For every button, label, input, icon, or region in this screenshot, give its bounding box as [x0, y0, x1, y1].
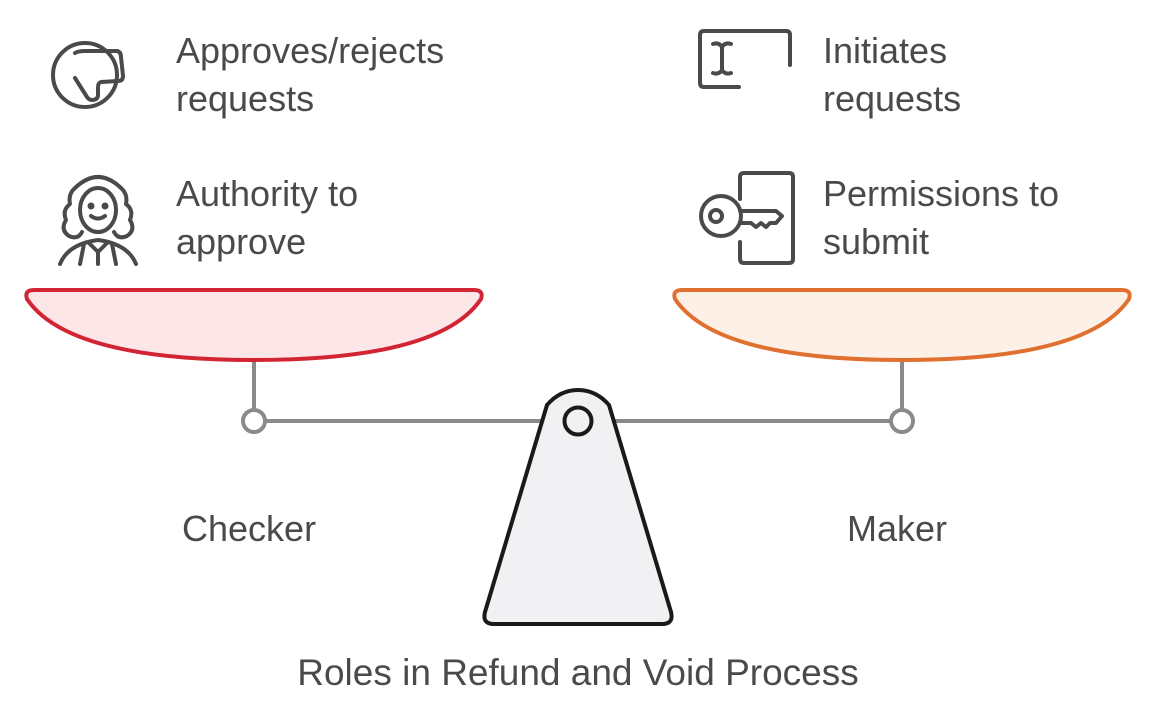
maker-item-1-line2: requests [823, 78, 962, 119]
checker-label: Checker [182, 508, 317, 549]
maker-item-2-line1: Permissions to [823, 173, 1060, 214]
left-pivot [241, 408, 267, 434]
judge-icon [58, 175, 138, 266]
thumbs-down-icon [51, 41, 125, 109]
fulcrum [482, 388, 674, 626]
maker-pan [672, 288, 1132, 362]
fulcrum-pivot [562, 405, 594, 437]
checker-item-2: Authority to approve [176, 170, 358, 266]
checker-item-1-line1: Approves/rejects [176, 30, 445, 71]
maker-item-2-line2: submit [823, 221, 930, 262]
checker-item-2-line2: approve [176, 221, 307, 262]
maker-item-1: Initiates requests [823, 27, 961, 123]
maker-label: Maker [847, 508, 948, 549]
checker-pan [24, 288, 484, 362]
checker-item-2-line1: Authority to [176, 173, 359, 214]
maker-item-2: Permissions to submit [823, 170, 1059, 266]
diagram-title: Roles in Refund and Void Process [297, 652, 859, 693]
checker-item-1: Approves/rejects requests [176, 27, 444, 123]
maker-item-1-line1: Initiates [823, 30, 948, 71]
right-pivot [889, 408, 915, 434]
key-door-icon [699, 171, 795, 265]
text-cursor-icon [698, 29, 792, 89]
checker-item-1-line2: requests [176, 78, 315, 119]
